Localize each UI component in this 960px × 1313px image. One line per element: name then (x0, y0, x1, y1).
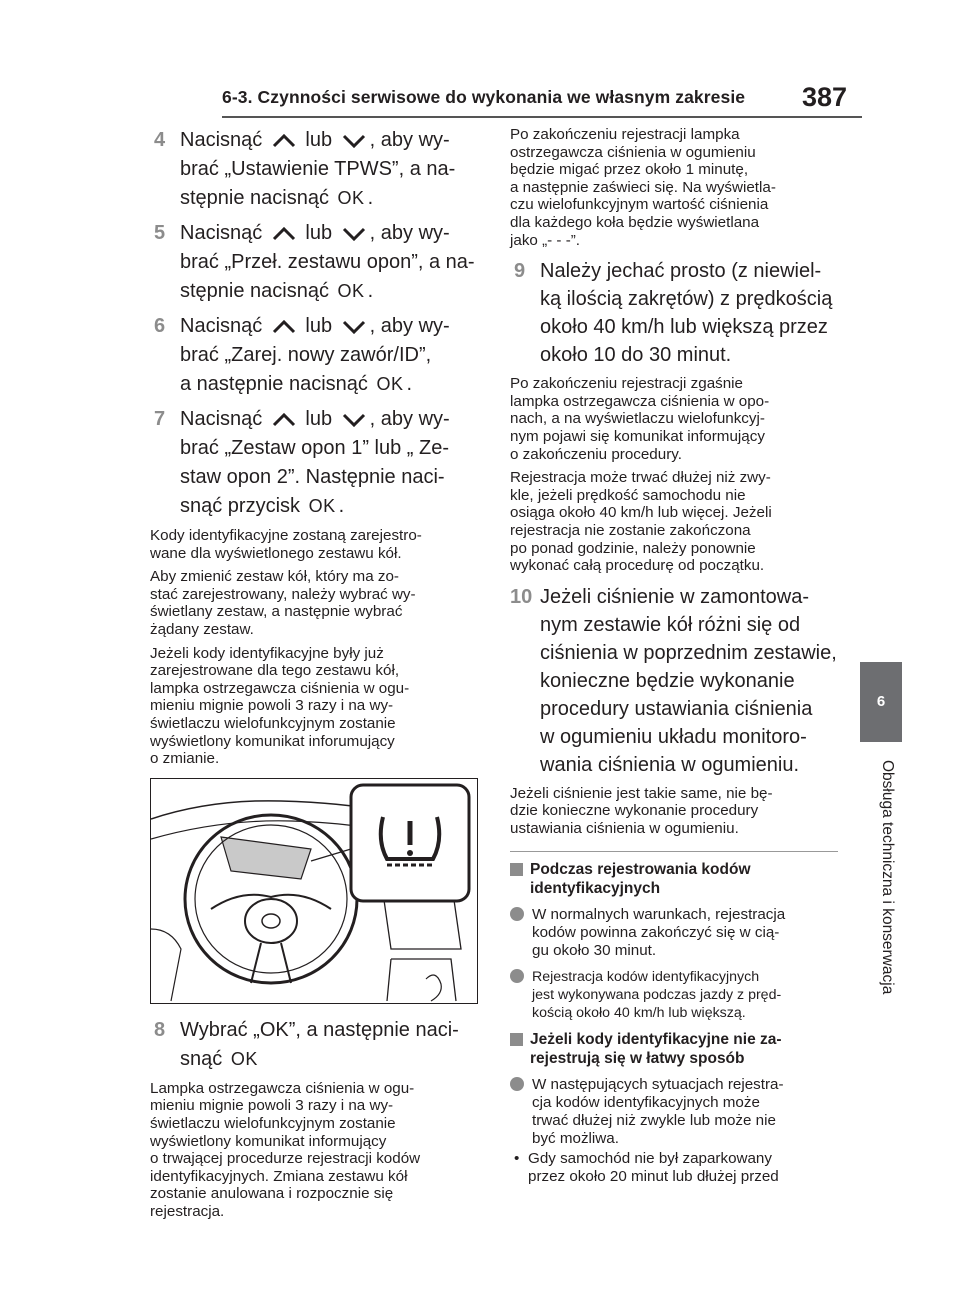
step-text: brać „Zestaw opon 1” lub „ Ze- (180, 437, 449, 459)
bullet-text: W normalnych warunkach, rejestracja kodó… (532, 906, 786, 960)
steering-wheel-illustration (150, 778, 477, 1003)
step-text: stępnie nacisnąć (180, 187, 329, 209)
step-text: Wybrać „OK”, a następnie naci- (180, 1018, 459, 1041)
step-number: 6 (154, 315, 166, 337)
step-text: , aby wy- (369, 315, 450, 337)
paragraph: Lampka ostrzegawcza ciśnienia w ogu- mie… (150, 1079, 421, 1220)
step-text: , aby wy- (369, 129, 450, 151)
chevron-up-icon (272, 412, 295, 426)
chapter-tab: 6 (860, 662, 902, 742)
step-text: lub (305, 222, 333, 244)
step-text: stępnie nacisnąć (180, 280, 329, 302)
step-text: staw opon 2”. Następnie naci- (180, 466, 445, 488)
chevron-up-icon (272, 319, 295, 333)
step-6: 6 Nacisnąć lub , aby wy- brać „Zarej. no… (150, 312, 482, 399)
chevron-up-icon (272, 133, 295, 147)
step-text: . (338, 495, 345, 517)
bullet-item: Rejestracja kodów identyfikacyjnych jest… (510, 968, 838, 1022)
step-text: brać „Ustawienie TPWS”, a na- (180, 158, 456, 180)
step-text: Należy jechać prosto (z niewiel- ką iloś… (540, 260, 833, 367)
step-text: a następnie nacisnąć (180, 373, 368, 395)
step-number: 8 (154, 1018, 166, 1041)
step-text: brać „Przeł. zestawu opon”, a na- (180, 251, 475, 273)
step-number: 5 (154, 222, 166, 244)
step-number: 7 (154, 408, 166, 430)
chevron-down-icon (342, 134, 365, 148)
step-text: , aby wy- (369, 222, 450, 244)
chevron-down-icon (342, 413, 365, 427)
paragraph: Kody identyfikacyjne zostaną zarejestro-… (150, 527, 422, 562)
subheading: Jeżeli kody identyfikacyjne nie za- reje… (510, 1030, 838, 1068)
step-4: 4 Nacisnąć lub , aby wy- brać „Ustawieni… (150, 126, 482, 213)
paragraph: Po zakończeniu rejestracji zgaśnie lampk… (510, 375, 770, 463)
page-header: 6-3. Czynności serwisowe do wykonania we… (222, 82, 862, 116)
step-text: lub (305, 315, 333, 337)
dash-text: Gdy samochód nie był zaparkowany przez o… (528, 1150, 779, 1186)
circle-bullet-icon (510, 969, 524, 984)
subheading: Podczas rejestrowania kodów identyfikacy… (510, 860, 838, 898)
step-text: lub (305, 408, 333, 430)
chevron-up-icon (272, 226, 295, 240)
step-text: . (367, 187, 374, 209)
dash-bullet-icon: • (514, 1150, 520, 1168)
right-column: Po zakończeniu rejestracji lampka ostrze… (510, 126, 838, 1186)
paragraph: Po zakończeniu rejestracji lampka ostrze… (510, 126, 776, 249)
step-number: 4 (154, 129, 166, 151)
step-text: Nacisnąć (180, 408, 263, 430)
chevron-down-icon (342, 227, 365, 241)
step-text: Nacisnąć (180, 315, 263, 337)
section-divider (510, 851, 838, 853)
header-rule (222, 116, 862, 118)
chapter-label: Obsługa techniczna i konserwacja (879, 760, 896, 995)
ok-button-icon: OK (337, 281, 365, 301)
step-text: Nacisnąć (180, 222, 263, 244)
step-5: 5 Nacisnąć lub , aby wy- brać „Przeł. ze… (150, 219, 482, 306)
bullet-item: W normalnych warunkach, rejestracja kodó… (510, 906, 838, 960)
subheading-text: Podczas rejestrowania kodów identyfikacy… (530, 861, 751, 898)
paragraph: Rejestracja może trwać dłużej niż zwy- k… (510, 469, 772, 575)
ok-button-icon: OK (337, 188, 365, 208)
step-text: lub (305, 129, 333, 151)
step-number: 9 (514, 260, 526, 283)
step-text: snąć przycisk (180, 495, 301, 517)
section-title: 6-3. Czynności serwisowe do wykonania we… (222, 87, 746, 107)
tire-pressure-warning-icon (378, 816, 442, 867)
step-text: brać „Zarej. nowy zawór/ID”, (180, 344, 432, 366)
paragraph: Jeżeli ciśnienie jest takie same, nie bę… (510, 784, 773, 837)
step-text: Nacisnąć (180, 129, 263, 151)
subheading-text: Jeżeli kody identyfikacyjne nie za- reje… (530, 1031, 782, 1068)
bullet-text: W następujących sytuacjach rejestra- cja… (532, 1076, 784, 1148)
ok-button-icon: OK (230, 1048, 258, 1069)
step-9: 9 Należy jechać prosto (z niewiel- ką il… (510, 257, 838, 369)
circle-bullet-icon (510, 907, 524, 922)
step-text: . (406, 373, 413, 395)
chevron-down-icon (342, 320, 365, 334)
square-bullet-icon (510, 863, 523, 877)
page-number: 387 (802, 82, 848, 112)
step-7: 7 Nacisnąć lub , aby wy- brać „Zestaw op… (150, 405, 482, 521)
bullet-item: W następujących sytuacjach rejestra- cja… (510, 1076, 838, 1148)
ok-button-icon: OK (376, 374, 404, 394)
step-text: . (367, 280, 374, 302)
step-text: , aby wy- (369, 408, 450, 430)
step-8: 8 Wybrać „OK”, a następnie naci- snąć OK (150, 1016, 482, 1074)
square-bullet-icon (510, 1033, 523, 1047)
dashboard-illustration (150, 777, 478, 1004)
step-number: 10 (510, 585, 533, 608)
circle-bullet-icon (510, 1077, 524, 1092)
dash-item: • Gdy samochód nie był zaparkowany przez… (510, 1150, 838, 1186)
ok-button-icon: OK (308, 496, 336, 516)
step-text: Jeżeli ciśnienie w zamontowa- nym zestaw… (540, 585, 837, 776)
paragraph: Jeżeli kody identyfikacyjne były już zar… (150, 644, 410, 768)
bullet-text: Rejestracja kodów identyfikacyjnych jest… (532, 969, 782, 1022)
step-text: snąć (180, 1047, 223, 1070)
paragraph: Aby zmienić zestaw kół, który ma zo- sta… (150, 568, 416, 638)
step-10: 10 Jeżeli ciśnienie w zamontowa- nym zes… (510, 583, 838, 779)
left-column: 4 Nacisnąć lub , aby wy- brać „Ustawieni… (150, 126, 482, 1226)
